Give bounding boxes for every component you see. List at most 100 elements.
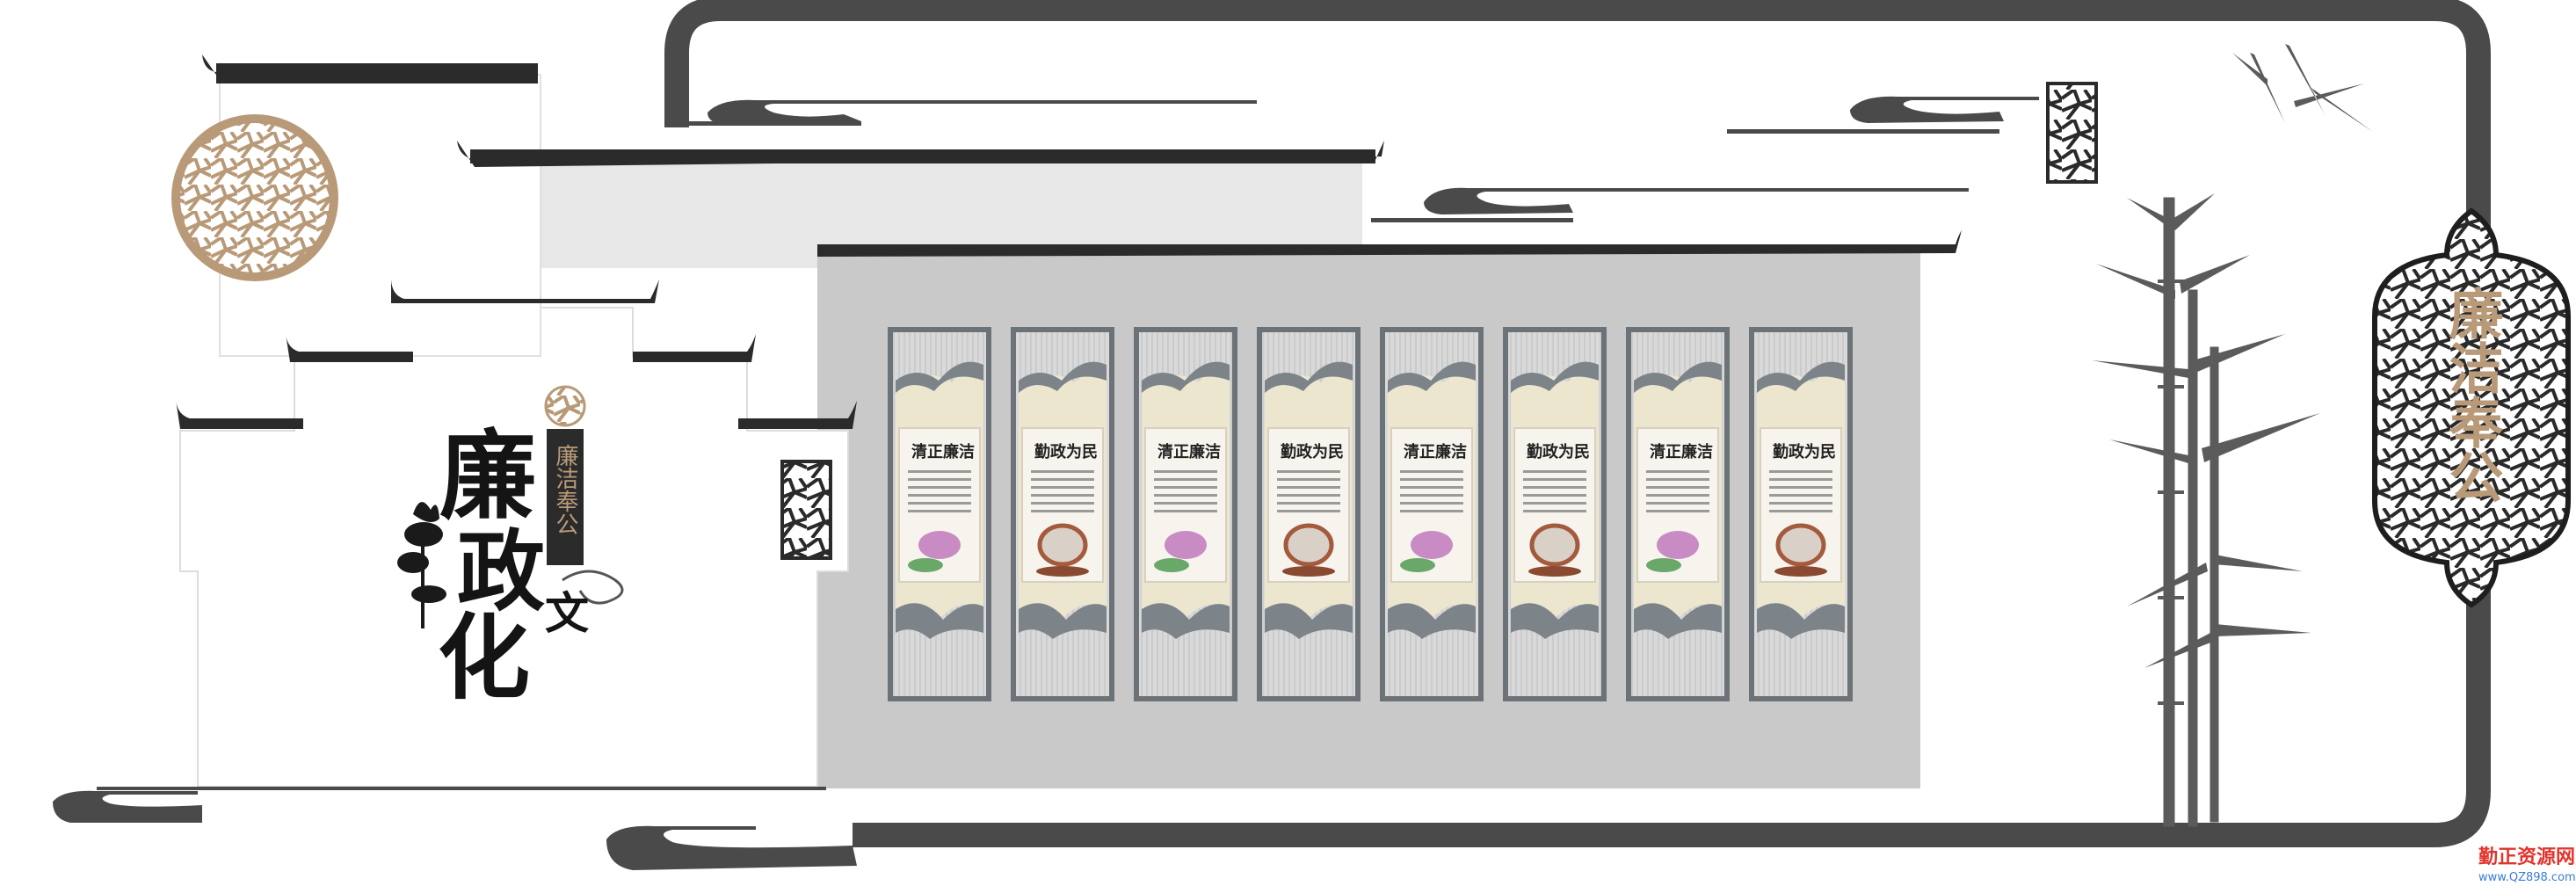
panel-text-line <box>1523 510 1586 512</box>
panel-mountain-bottom <box>1142 603 1230 639</box>
small-sign-text: 廉洁奉公 <box>552 444 578 535</box>
panel-mountain-top <box>1388 361 1476 393</box>
panel-text-line <box>1646 494 1709 497</box>
scroll-panel: 清正廉洁 <box>1380 327 1484 701</box>
panel-text-line <box>1277 478 1340 481</box>
panel-text-line <box>908 494 971 497</box>
panel-text-line <box>1031 510 1094 512</box>
vase-base-icon <box>1036 566 1089 577</box>
panel-title: 勤政为民 <box>1281 442 1344 461</box>
panel-text-line <box>1277 470 1340 473</box>
panel-text-line <box>1031 470 1094 473</box>
round-lattice-window <box>171 114 338 281</box>
panel-text-line <box>1646 510 1709 512</box>
panel-mountain-bottom <box>1511 603 1599 639</box>
scroll-panel-row: 清正廉洁 勤政为民 清正廉洁 勤政为民 清正廉洁 勤政为民 清正廉洁 勤政为民 <box>888 327 1853 701</box>
panel-mountain-bottom <box>1265 603 1353 639</box>
panel-text-line <box>1523 502 1586 505</box>
vase-icon <box>1775 523 1826 567</box>
panel-mountain-top <box>1142 361 1230 393</box>
panel-text-line <box>1523 478 1586 481</box>
panel-text-line <box>1523 494 1586 497</box>
vase-icon <box>1037 523 1088 567</box>
panel-text-line <box>1769 486 1832 489</box>
panel-mountain-bottom <box>1388 603 1476 639</box>
panel-text-line <box>1400 470 1463 473</box>
title-char-lian: 廉 <box>439 419 536 533</box>
panel-mountain-top <box>1265 361 1353 393</box>
panel-text-line <box>1154 486 1217 489</box>
panel-text-line <box>1646 470 1709 473</box>
panel-text-line <box>1646 502 1709 505</box>
panel-text-line <box>908 502 971 505</box>
panel-text-line <box>908 486 971 489</box>
panel-text-line <box>1769 470 1832 473</box>
panel-title: 勤政为民 <box>1034 442 1098 461</box>
panel-mountain-top <box>896 361 983 393</box>
vase-base-icon <box>1528 566 1581 577</box>
panel-text-line <box>1031 502 1094 505</box>
vase-icon <box>1529 523 1580 567</box>
panel-text-line <box>908 470 971 473</box>
scroll-panel: 勤政为民 <box>1257 327 1361 701</box>
panel-text-line <box>1277 510 1340 512</box>
panel-mountain-bottom <box>1757 603 1845 639</box>
panel-title: 清正廉洁 <box>1404 442 1467 461</box>
panel-text-line <box>1523 486 1586 489</box>
panel-text-line <box>1154 502 1217 505</box>
scroll-panel: 勤政为民 <box>1749 327 1853 701</box>
watermark-main: 勤正资源网 <box>2478 846 2575 868</box>
vase-base-icon <box>1774 566 1827 577</box>
panel-title: 勤政为民 <box>1527 442 1590 461</box>
panel-text-line <box>1031 494 1094 497</box>
panel-title: 清正廉洁 <box>1650 442 1713 461</box>
lotus-flower-icon <box>1165 531 1207 559</box>
panel-text-line <box>1277 486 1340 489</box>
small-lattice-window <box>780 460 832 560</box>
scroll-panel: 勤政为民 <box>1503 327 1607 701</box>
outer-frame <box>664 0 2491 847</box>
panel-text-line <box>1769 510 1832 512</box>
panel-title: 勤政为民 <box>1773 442 1836 461</box>
panel-text-line <box>1154 510 1217 512</box>
panel-text-line <box>1277 494 1340 497</box>
lotus-leaf-icon <box>1400 558 1435 572</box>
lotus-silhouette <box>397 502 446 628</box>
panel-mountain-bottom <box>1634 603 1722 639</box>
panel-text-line <box>1154 478 1217 481</box>
panel-mountain-bottom <box>1019 603 1107 639</box>
panel-text-line <box>1646 478 1709 481</box>
panel-text-line <box>1769 502 1832 505</box>
panel-poster <box>1390 427 1473 583</box>
panel-mountain-top <box>1511 361 1599 393</box>
panel-text-line <box>1523 470 1586 473</box>
white-gable-wall <box>179 307 849 788</box>
scroll-panel: 清正廉洁 <box>1134 327 1237 701</box>
panel-text-line <box>1400 478 1463 481</box>
panel-text-line <box>1769 494 1832 497</box>
panel-text-line <box>1400 486 1463 489</box>
panel-text-line <box>908 478 971 481</box>
main-gray-wall <box>817 251 1920 788</box>
panel-text-line <box>1646 486 1709 489</box>
roof-tiles <box>176 54 1962 429</box>
panel-text-line <box>1031 478 1094 481</box>
lotus-leaf-icon <box>1154 558 1189 572</box>
panel-text-line <box>1154 494 1217 497</box>
watermark-sub: www.QZ898.com <box>2478 871 2576 884</box>
scroll-panel: 清正廉洁 <box>888 327 991 701</box>
vase-base-icon <box>1282 566 1335 577</box>
title-char-hua: 化 <box>438 603 530 712</box>
panel-text-line <box>1400 494 1463 497</box>
plaque-text: 廉洁奉公 <box>2440 286 2504 504</box>
scroll-panel: 勤政为民 <box>1011 327 1114 701</box>
panel-title: 清正廉洁 <box>911 442 975 461</box>
bamboo-drawing <box>2092 44 2373 827</box>
panel-text-line <box>1769 478 1832 481</box>
lotus-flower-icon <box>1657 531 1699 559</box>
panel-text-line <box>1031 486 1094 489</box>
vase-icon <box>1283 523 1334 567</box>
lotus-leaf-icon <box>1646 558 1681 572</box>
panel-text-line <box>1400 502 1463 505</box>
